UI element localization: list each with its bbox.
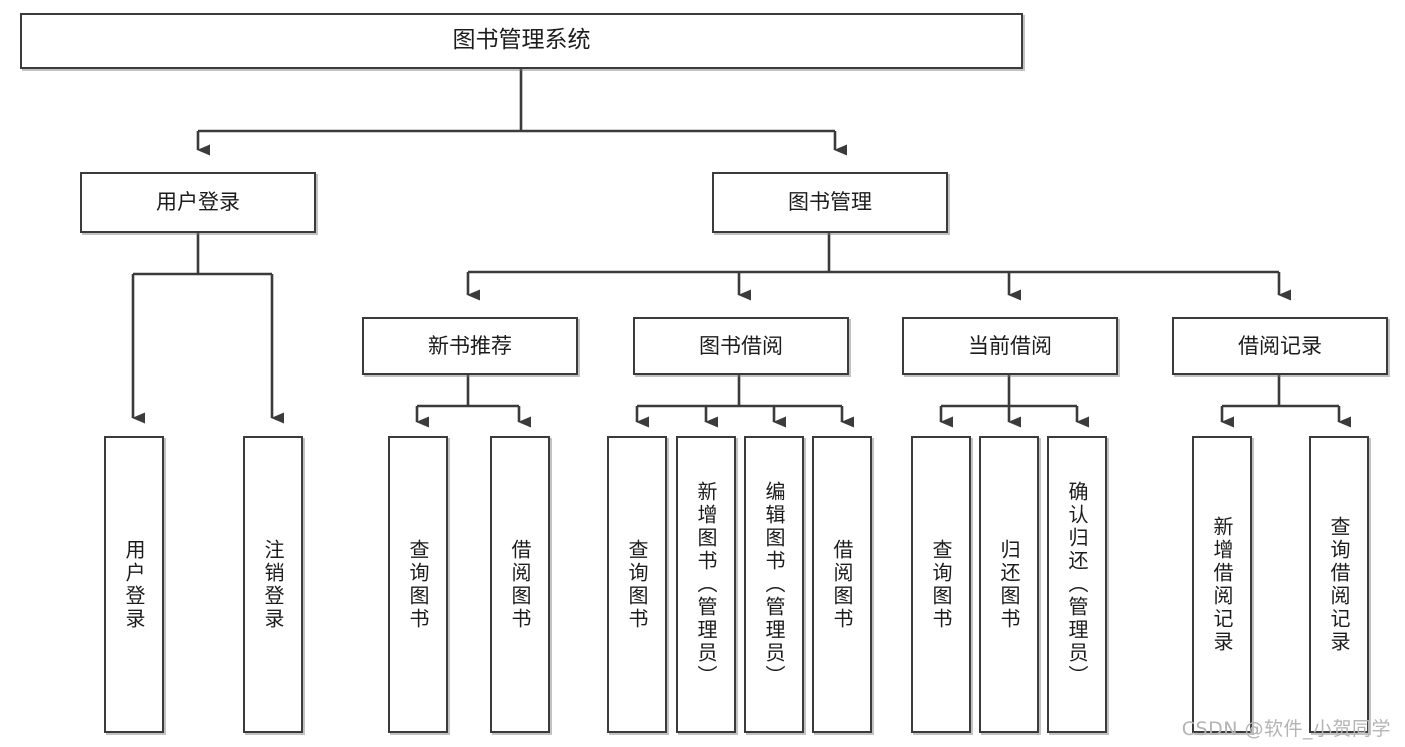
- leaf-book-borrow-add[interactable]: 新增图书（管理员）: [676, 436, 736, 733]
- leaf-book-borrow-borrow[interactable]: 借阅图书: [812, 436, 872, 733]
- leaf-user-login-signout[interactable]: 注销登录: [243, 436, 303, 733]
- leaf-book-borrow-edit[interactable]: 编辑图书（管理员）: [744, 436, 804, 733]
- node-label: 注销登录: [261, 538, 285, 631]
- node-label: 借阅记录: [1238, 333, 1322, 358]
- leaf-current-borrow-confirm-return[interactable]: 确认归还（管理员）: [1047, 436, 1107, 733]
- leaf-user-login-signin[interactable]: 用户登录: [104, 436, 164, 733]
- node-label: 查询图书: [929, 538, 953, 631]
- node-label: 新增图书（管理员）: [694, 481, 718, 688]
- node-label: 新书推荐: [428, 333, 512, 358]
- leaf-new-book-borrow[interactable]: 借阅图书: [490, 436, 550, 733]
- node-borrow-record[interactable]: 借阅记录: [1172, 317, 1388, 375]
- node-label: 用户登录: [122, 538, 146, 631]
- node-user-login[interactable]: 用户登录: [80, 172, 316, 233]
- node-book-borrow[interactable]: 图书借阅: [633, 317, 849, 375]
- leaf-current-borrow-query[interactable]: 查询图书: [911, 436, 971, 733]
- node-label: 查询图书: [625, 538, 649, 631]
- node-label: 图书借阅: [699, 333, 783, 358]
- node-label: 当前借阅: [968, 333, 1052, 358]
- leaf-borrow-record-query[interactable]: 查询借阅记录: [1309, 436, 1369, 733]
- node-label: 用户登录: [156, 190, 240, 215]
- node-label: 查询借阅记录: [1327, 515, 1351, 654]
- node-label: 图书管理: [788, 190, 872, 215]
- node-label: 图书管理系统: [452, 27, 591, 54]
- node-label: 查询图书: [406, 538, 430, 631]
- node-label: 归还图书: [997, 538, 1021, 631]
- leaf-book-borrow-query[interactable]: 查询图书: [607, 436, 667, 733]
- node-label: 借阅图书: [830, 538, 854, 631]
- node-label: 编辑图书（管理员）: [762, 481, 786, 688]
- node-new-book-recommend[interactable]: 新书推荐: [362, 317, 578, 375]
- leaf-borrow-record-add[interactable]: 新增借阅记录: [1192, 436, 1252, 733]
- node-label: 借阅图书: [508, 538, 532, 631]
- node-root-book-management-system[interactable]: 图书管理系统: [20, 13, 1023, 69]
- node-current-borrow[interactable]: 当前借阅: [902, 317, 1118, 375]
- leaf-current-borrow-return[interactable]: 归还图书: [979, 436, 1039, 733]
- node-label: 确认归还（管理员）: [1065, 481, 1089, 688]
- leaf-new-book-query[interactable]: 查询图书: [388, 436, 448, 733]
- node-label: 新增借阅记录: [1210, 515, 1234, 654]
- node-book-management[interactable]: 图书管理: [712, 172, 948, 233]
